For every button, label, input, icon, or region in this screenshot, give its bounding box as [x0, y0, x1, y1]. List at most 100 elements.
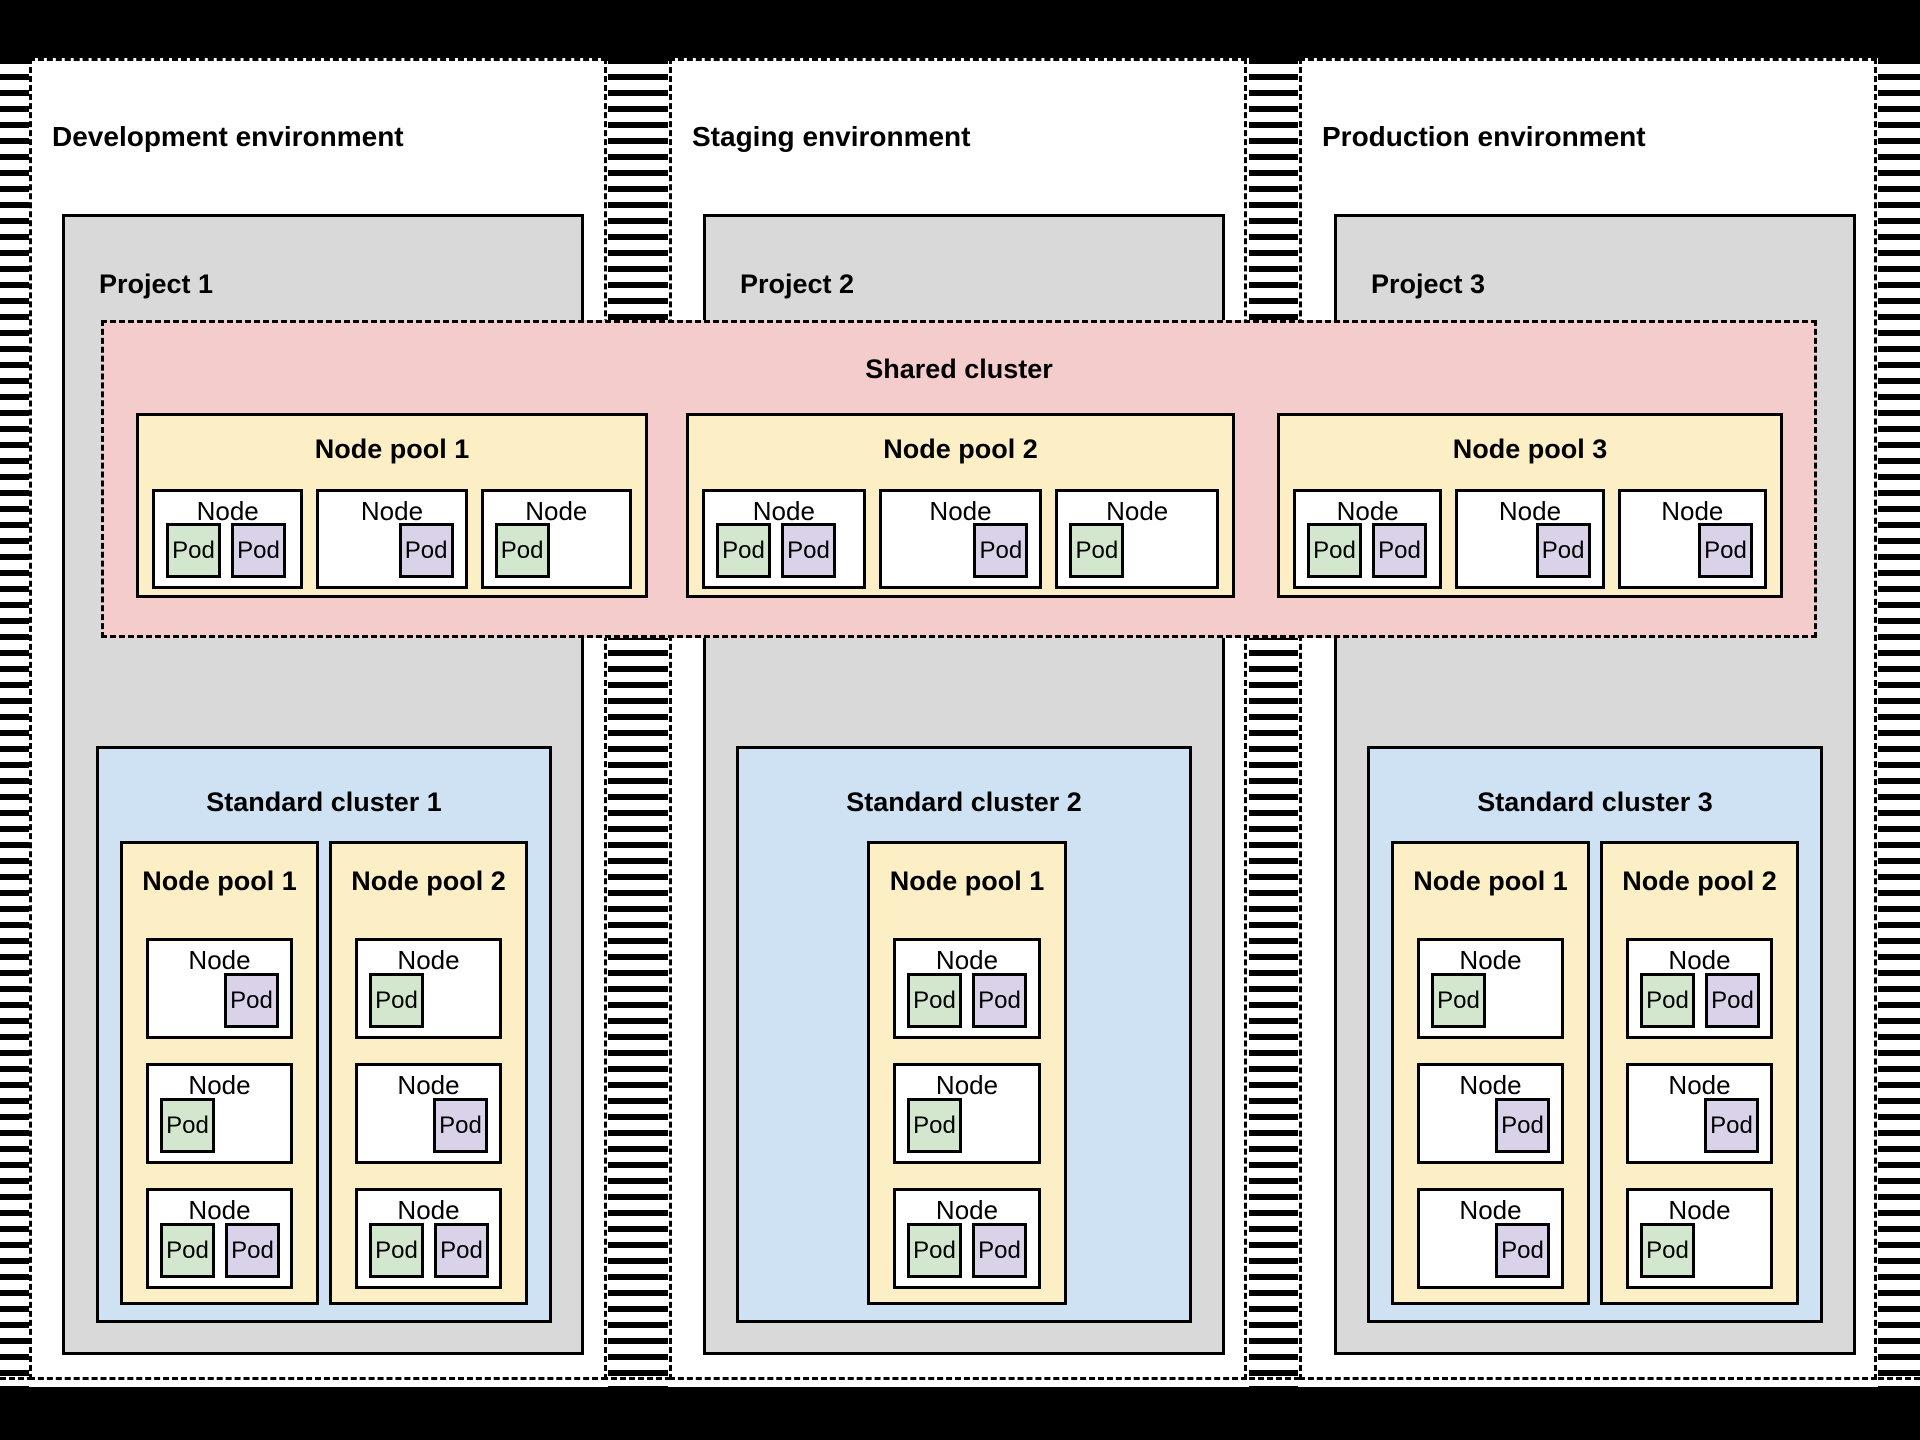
frame-bar-top	[0, 0, 1920, 58]
pod-label: Pod	[1501, 1111, 1544, 1139]
node-box: Node Pod	[355, 938, 502, 1039]
standard-cluster-box-3: Standard cluster 3 Node pool 1 Node Pod …	[1367, 746, 1823, 1323]
pod-label: Pod	[978, 986, 1021, 1014]
node-box: Node Pod	[1417, 1188, 1564, 1289]
pod-purple: Pod	[972, 973, 1027, 1028]
node-box: Node Pod	[878, 489, 1043, 589]
pod-row: Pod	[330, 523, 454, 578]
node-label: Node	[935, 1070, 999, 1100]
node-label: Node	[1459, 1195, 1522, 1225]
pod-green: Pod	[907, 1223, 962, 1278]
pod-label: Pod	[172, 536, 215, 564]
pod-row: Pod Pod	[1307, 523, 1428, 578]
node-label: Node	[1459, 945, 1522, 975]
node-pool-box: Node pool 1 Node Pod Node Pod Node	[1391, 841, 1590, 1305]
node-label: Node	[188, 945, 251, 975]
node-box: Node Pod	[1417, 1063, 1564, 1164]
node-box: Node Pod Pod	[893, 938, 1041, 1039]
pod-green: Pod	[716, 523, 771, 578]
node-stack: Node Pod Pod Node Pod Node Pod	[1626, 938, 1773, 1289]
hatch-column-staging-prod	[1249, 58, 1298, 1387]
node-stack: Node Pod Pod Node Pod Node Pod	[893, 938, 1041, 1289]
node-box: Node Pod	[480, 489, 632, 589]
pod-row: Pod	[1469, 523, 1591, 578]
shared-node-pool-1: Node pool 1 Node Pod Pod Node Pod Node	[136, 413, 648, 598]
node-box: Node Pod	[1417, 938, 1564, 1039]
pod-green: Pod	[160, 1098, 215, 1153]
pod-label: Pod	[1313, 536, 1356, 564]
node-stack: Node Pod Node Pod Node Pod Pod	[355, 938, 502, 1289]
node-stack: Node Pod Node Pod Node Pod Pod	[146, 938, 293, 1289]
pod-label: Pod	[1437, 986, 1480, 1014]
pod-green: Pod	[494, 523, 550, 578]
pod-green: Pod	[160, 1223, 215, 1278]
pod-green: Pod	[166, 523, 221, 578]
node-pool-box: Node pool 1 Node Pod Node Pod Node	[120, 841, 319, 1305]
node-pool-title: Node pool 1	[889, 866, 1045, 896]
pod-label: Pod	[1711, 986, 1754, 1014]
node-box: Node Pod Pod	[893, 1188, 1041, 1289]
node-box: Node Pod	[1617, 489, 1767, 589]
pod-label: Pod	[1378, 536, 1421, 564]
project-title: Project 1	[99, 269, 214, 299]
pod-purple: Pod	[224, 973, 279, 1028]
hatch-column-dev-staging	[608, 58, 668, 1387]
pod-purple: Pod	[973, 523, 1029, 578]
project-title: Project 3	[1371, 269, 1486, 299]
pod-row: Pod	[1431, 1098, 1550, 1153]
node-label: Node	[1661, 496, 1724, 526]
node-box: Node Pod Pod	[146, 1188, 293, 1289]
node-label: Node	[935, 1195, 999, 1225]
pod-label: Pod	[913, 986, 956, 1014]
pod-green: Pod	[1307, 523, 1362, 578]
node-box: Node Pod Pod	[1626, 938, 1773, 1039]
pod-label: Pod	[375, 986, 418, 1014]
pod-row: Pod Pod	[1640, 973, 1760, 1028]
node-box: Node Pod Pod	[1293, 489, 1443, 589]
pod-label: Pod	[404, 536, 448, 564]
shared-node-pool-2: Node pool 2 Node Pod Pod Node Pod Node	[686, 413, 1235, 598]
node-pool-title: Node pool 1	[142, 866, 297, 896]
shared-node-pool-3: Node pool 3 Node Pod Pod Node Pod Node	[1277, 413, 1783, 598]
pod-purple: Pod	[398, 523, 454, 578]
pod-purple: Pod	[434, 1223, 489, 1278]
node-label: Node	[397, 945, 460, 975]
pod-label: Pod	[1075, 536, 1119, 564]
pod-label: Pod	[1646, 1236, 1689, 1264]
pod-purple: Pod	[433, 1098, 488, 1153]
pod-label: Pod	[1501, 1236, 1544, 1264]
pod-row: Pod Pod	[160, 1223, 280, 1278]
pod-green: Pod	[369, 973, 424, 1028]
pod-purple: Pod	[231, 523, 286, 578]
node-box: Node Pod	[355, 1063, 502, 1164]
pod-row: Pod	[369, 1098, 488, 1153]
node-pool-title: Node pool 2	[883, 434, 1038, 464]
pod-label: Pod	[166, 1236, 209, 1264]
pod-row: Pod	[907, 1098, 1027, 1153]
pod-row: Pod	[160, 973, 279, 1028]
node-row: Node Pod Pod Node Pod Node Pod	[1293, 489, 1767, 589]
hatch-column-left	[0, 58, 29, 1387]
node-pool-title: Node pool 3	[1452, 434, 1608, 464]
pod-label: Pod	[913, 1111, 956, 1139]
pod-green: Pod	[1640, 1223, 1695, 1278]
node-label: Node	[752, 496, 815, 526]
pod-green: Pod	[1431, 973, 1486, 1028]
pod-row: Pod	[1431, 1223, 1550, 1278]
standard-cluster-title: Standard cluster 2	[846, 787, 1082, 817]
node-label: Node	[360, 496, 424, 526]
environment-title: Production environment	[1322, 121, 1646, 152]
node-box: Node Pod	[893, 1063, 1041, 1164]
pod-purple: Pod	[1495, 1223, 1550, 1278]
shared-cluster-title: Shared cluster	[865, 354, 1053, 384]
pod-label: Pod	[722, 536, 765, 564]
pod-row: Pod	[1640, 1223, 1759, 1278]
pod-green: Pod	[1640, 973, 1695, 1028]
node-box: Node Pod Pod	[152, 489, 304, 589]
node-box: Node Pod	[1626, 1188, 1773, 1289]
node-label: Node	[188, 1195, 251, 1225]
node-pool-title: Node pool 2	[351, 866, 506, 896]
node-label: Node	[188, 1070, 251, 1100]
hatch-column-right	[1878, 58, 1920, 1387]
node-stack: Node Pod Node Pod Node Pod	[1417, 938, 1564, 1289]
